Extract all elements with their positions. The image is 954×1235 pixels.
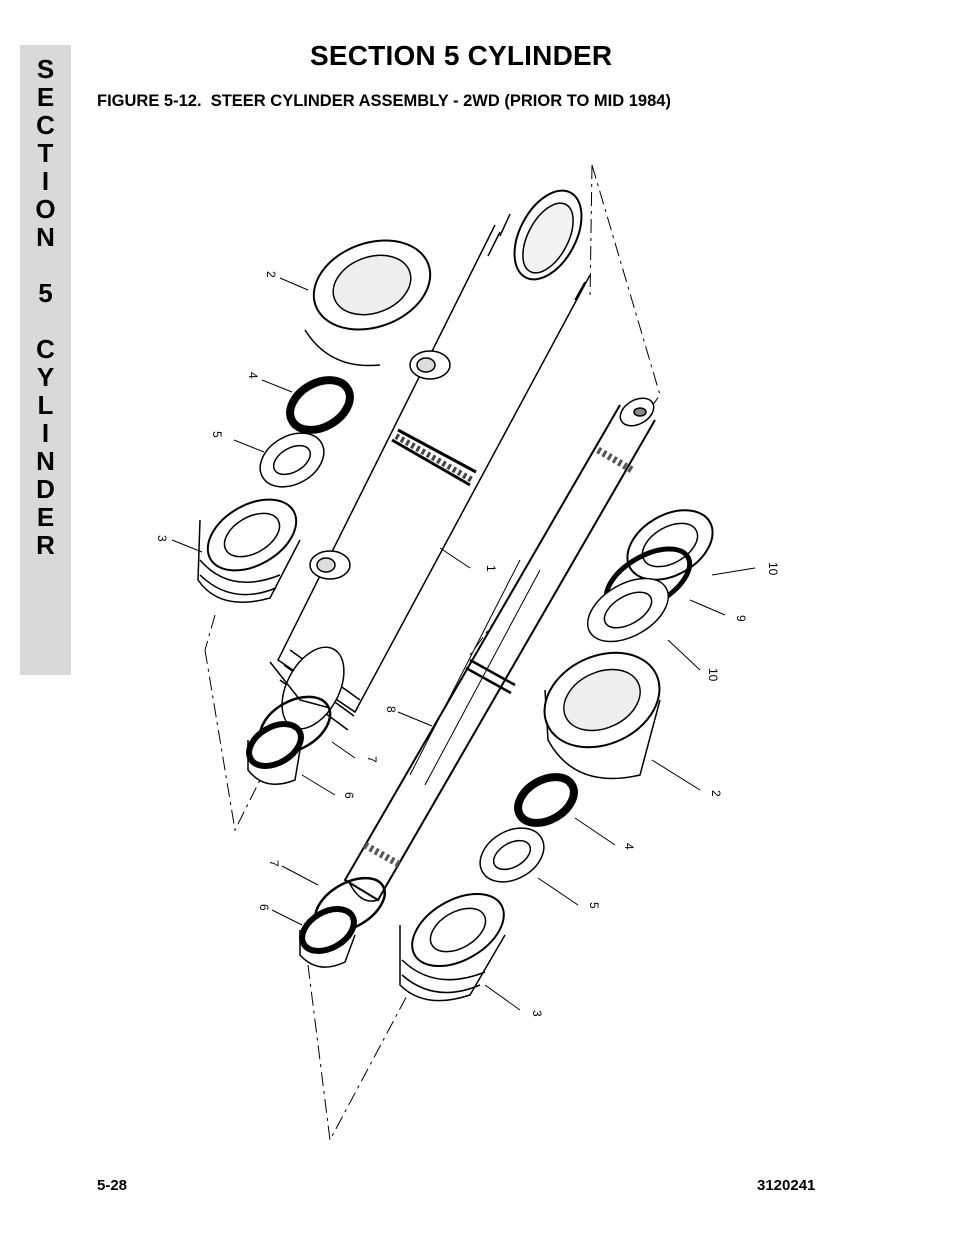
callout-label: 10 (706, 668, 720, 682)
side-tab-letter: R (36, 530, 55, 560)
side-tab-letter: E (36, 502, 55, 532)
side-tab-letter: I (41, 166, 50, 196)
side-tab-letter: C (36, 110, 55, 140)
callout-label: 3 (155, 535, 169, 542)
side-tab-letter: D (36, 474, 55, 504)
side-tab-letter: N (36, 222, 55, 252)
rod-seal-lower (479, 827, 545, 883)
callout-label: 3 (530, 1010, 544, 1017)
callout-label: 6 (257, 904, 271, 911)
callout-label: 10 (766, 562, 780, 576)
side-tab-letter: E (36, 82, 55, 112)
callout-label: 4 (246, 372, 260, 379)
figure-title: FIGURE 5-12. STEER CYLINDER ASSEMBLY - 2… (97, 92, 671, 110)
page-number: 5-28 (97, 1177, 128, 1194)
section-side-tab: S E C T I O N 5 C Y L I N D E R (20, 45, 71, 675)
callout-label: 2 (709, 790, 723, 797)
section-title: SECTION 5 CYLINDER (310, 40, 613, 71)
wiper-ring-lower (514, 773, 578, 827)
callout-label: 8 (384, 706, 398, 713)
callout-label: 9 (734, 615, 748, 622)
piston-seal-left (246, 721, 304, 785)
callout-label: 4 (622, 843, 636, 850)
callout-label: 7 (267, 860, 281, 867)
side-tab-letter: L (37, 390, 54, 420)
callout-numbers: 2 4 5 3 1 7 6 8 10 9 10 2 4 5 3 7 6 (155, 271, 780, 1017)
piston-seal-lower (299, 906, 357, 968)
piston (586, 577, 670, 643)
callout-leader-lines (171, 277, 756, 1011)
side-tab-letter: C (36, 334, 55, 364)
head-assembly-upper (197, 498, 301, 604)
document-number: 3120241 (757, 1177, 816, 1194)
cylinder-head-upper (304, 239, 432, 367)
side-tab-letter: O (35, 194, 56, 224)
side-tab-letter: S (36, 54, 55, 84)
piston-ring-upper (626, 509, 714, 581)
callout-label: 7 (365, 756, 379, 763)
wiper-ring-upper (286, 376, 354, 434)
side-tab-letter: I (41, 418, 50, 448)
head-assembly-lower (399, 892, 506, 1002)
side-tab-letter: Y (36, 362, 55, 392)
side-tab-letter: T (37, 138, 54, 168)
rod-seal-upper (259, 432, 325, 488)
callout-label: 2 (264, 271, 278, 278)
cylinder-head-lower (543, 651, 661, 780)
cylinder-barrel (269, 189, 591, 731)
callout-label: 1 (484, 565, 498, 572)
piston-rod (343, 397, 656, 902)
side-tab-letter: 5 (38, 278, 53, 308)
side-tab-letter: N (36, 446, 55, 476)
callout-label: 6 (342, 792, 356, 799)
callout-label: 5 (210, 431, 224, 438)
callout-label: 5 (587, 902, 601, 909)
